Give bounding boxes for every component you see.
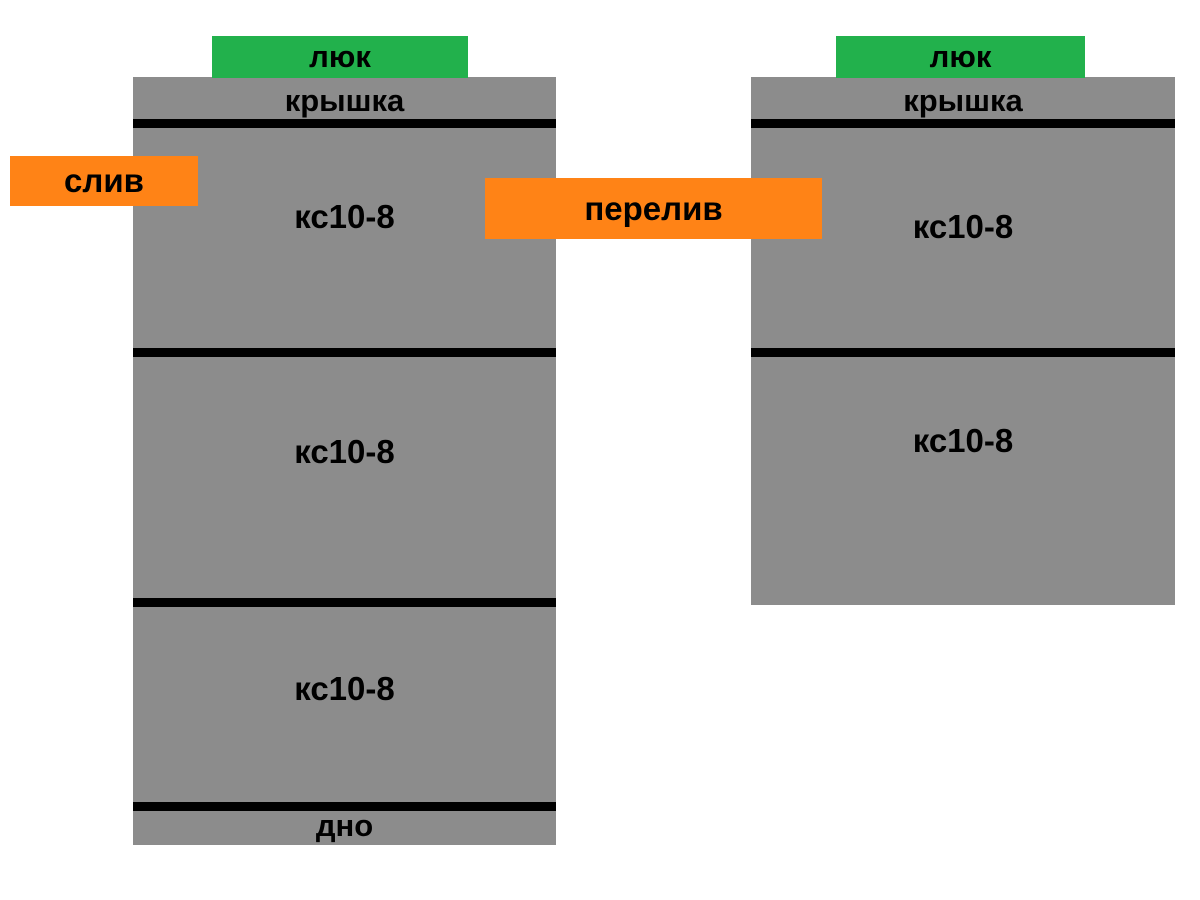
drain-callout[interactable]: слив [10,156,198,206]
tank-right-cap-label: крышка [903,83,1023,118]
overflow-callout[interactable]: перелив [485,178,822,239]
tank-right-joint-1 [751,348,1175,357]
tank-left-ring-1-label: кс10-8 [294,198,395,235]
tank-right-ring-2-label: кс10-8 [912,422,1014,459]
tank-left-joint-bottom [133,802,556,811]
tank-right [751,77,1175,605]
tank-left-ring-3-label: кс10-8 [294,670,395,707]
tank-left-joint-cap [133,119,556,128]
tank-right-ring-1-label: кс10-8 [912,208,1014,245]
tank-left-joint-2 [133,598,556,607]
hatch-callout-left[interactable]: люк [212,36,468,78]
hatch-callout-right[interactable]: люк [836,36,1085,78]
tank-left-cap-label: крышка [284,83,405,118]
tank-left-joint-1 [133,348,556,357]
tank-left-ring-2-label: кс10-8 [294,433,395,470]
tank-left-bottom-label: дно [315,808,374,843]
tank-right-joint-cap [751,119,1175,128]
